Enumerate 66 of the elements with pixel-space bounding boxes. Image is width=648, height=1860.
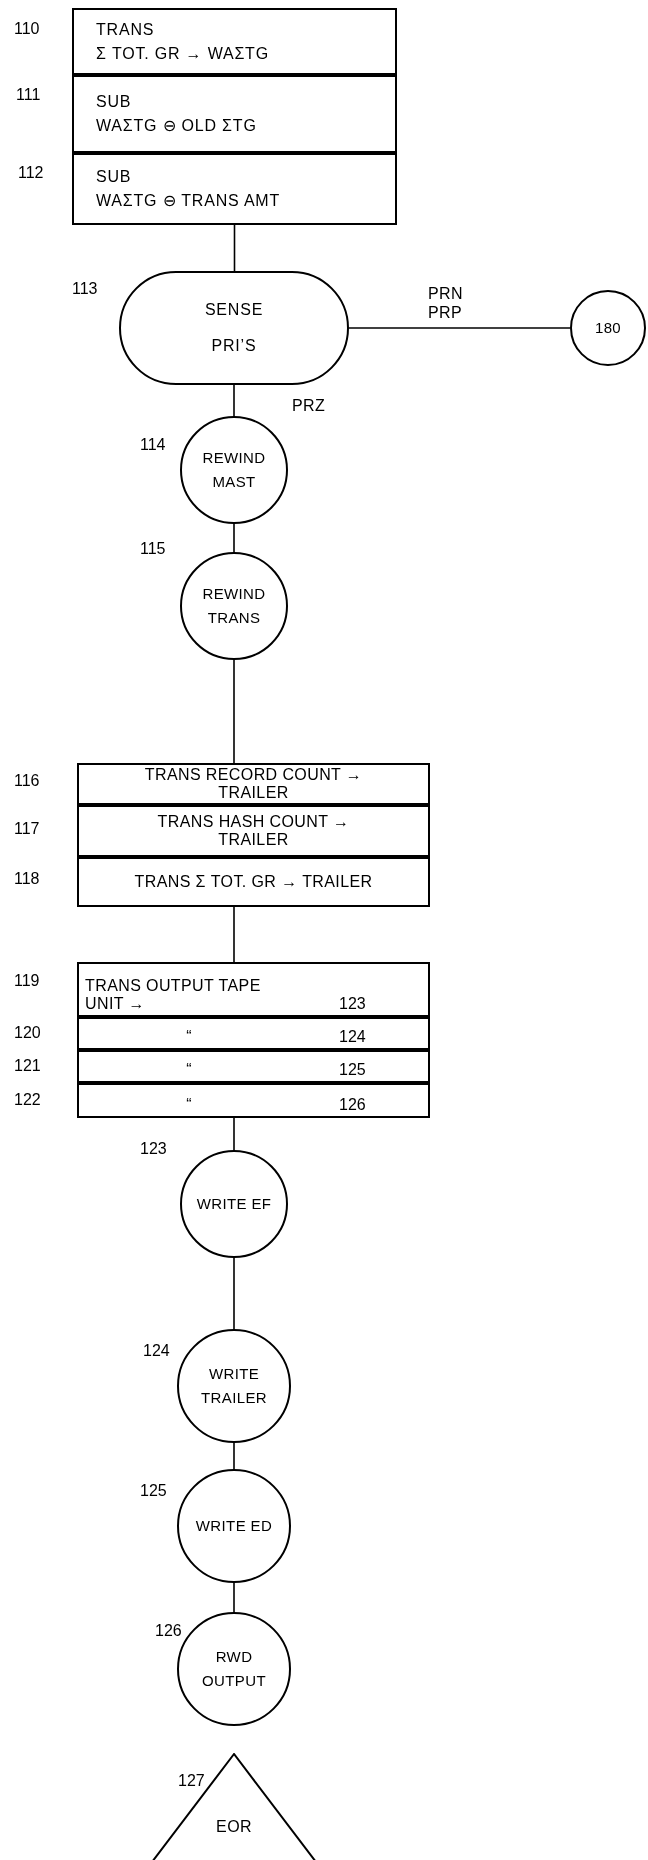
step-number: 117 — [14, 820, 40, 838]
step-number: 120 — [14, 1024, 41, 1042]
step-number: 121 — [14, 1057, 41, 1075]
step-text: Σ TOT. GR → WAΣTG — [96, 43, 270, 64]
step-text: 180 — [593, 318, 623, 338]
connector-line — [233, 224, 236, 272]
step-number: 125 — [338, 1061, 367, 1079]
step-number: 127 — [178, 1772, 205, 1790]
step-text: WRITE ED — [194, 1516, 274, 1536]
step-text: WRITE EF — [195, 1194, 273, 1214]
connector-line — [348, 327, 571, 329]
step-text: WAΣTG ⊖ OLD ΣTG — [96, 116, 258, 136]
step-number: 114 — [140, 436, 166, 454]
step-number: 123 — [338, 995, 367, 1013]
process-box — [77, 962, 430, 1017]
step-text: WRITE TRAILER — [200, 1364, 268, 1408]
terminal-triangle — [152, 1753, 316, 1860]
step-text: SUB — [96, 92, 133, 112]
process-box — [72, 8, 397, 75]
step-text: SENSE PRI’S — [203, 300, 265, 356]
step-text: TRANS RECORD COUNT → TRAILER — [143, 766, 364, 802]
step-number: 115 — [140, 540, 166, 558]
process-box — [77, 857, 430, 907]
step-number: 124 — [338, 1028, 367, 1046]
process-box — [72, 75, 397, 153]
connector-line — [233, 659, 235, 764]
step-number: 112 — [18, 164, 44, 182]
step-text: SUB — [96, 167, 133, 187]
step-text: EOR — [216, 1816, 252, 1837]
connector-line — [233, 1582, 235, 1613]
step-text: WAΣTG ⊖ TRANS AMT — [96, 191, 282, 211]
step-number: 116 — [14, 772, 40, 790]
step-text: “ — [185, 1096, 193, 1114]
connector-line — [233, 384, 235, 417]
process-box — [77, 1083, 430, 1118]
step-number: 123 — [140, 1140, 167, 1158]
step-number: 113 — [72, 280, 98, 298]
step-text: TRANS HASH COUNT → TRAILER — [156, 813, 351, 849]
step-number: 124 — [143, 1342, 170, 1360]
process-box — [77, 763, 430, 805]
connector-line — [233, 1257, 235, 1330]
step-number: 110 — [14, 20, 40, 38]
connector-line — [233, 523, 235, 553]
terminal-shape — [119, 271, 349, 385]
step-number: 126 — [155, 1622, 182, 1640]
step-text: “ — [185, 1061, 193, 1079]
step-text: TRANS — [96, 19, 156, 40]
step-text: REWIND MAST — [201, 448, 267, 492]
step-text: TRANS Σ TOT. GR → TRAILER — [133, 873, 374, 891]
process-box — [77, 805, 430, 857]
process-box — [77, 1017, 430, 1050]
step-text: REWIND TRANS — [201, 584, 267, 628]
connector-line — [233, 1442, 235, 1470]
step-text: “ — [185, 1028, 193, 1046]
step-text: TRANS OUTPUT TAPE UNIT → — [84, 977, 262, 1013]
process-box — [77, 1050, 430, 1083]
step-text: RWD OUTPUT — [201, 1647, 267, 1691]
connector-line — [233, 906, 235, 963]
step-number: 111 — [16, 86, 41, 104]
step-number: 119 — [14, 972, 40, 990]
step-number: 126 — [338, 1096, 367, 1114]
connector-line — [233, 1117, 235, 1151]
step-number: 118 — [14, 870, 40, 888]
step-number: 125 — [140, 1482, 167, 1500]
process-box — [72, 153, 397, 225]
step-number: 122 — [14, 1091, 41, 1109]
